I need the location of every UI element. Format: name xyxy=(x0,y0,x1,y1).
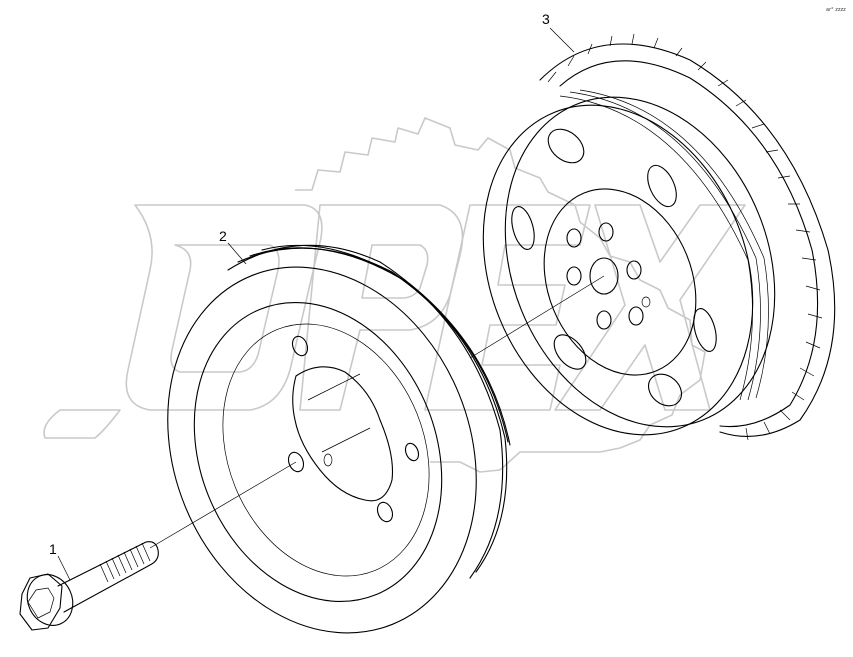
watermark-left-bar xyxy=(43,409,121,439)
flywheel-front-rim xyxy=(482,104,754,436)
assembly-lines xyxy=(149,275,605,549)
bolt-axis-line xyxy=(149,461,297,549)
pulley-face-ring xyxy=(222,323,430,577)
bolt-shank xyxy=(57,541,159,613)
pulley-bolt-hole-right xyxy=(404,442,420,462)
leader-line-2 xyxy=(227,242,247,265)
pulley-axis-line xyxy=(469,275,605,359)
pulley-pin xyxy=(323,453,333,467)
watermark-letter-p xyxy=(299,204,464,411)
bolt-hex-head xyxy=(19,573,63,631)
pulley-hub-boss xyxy=(292,366,394,502)
watermark-letter-e xyxy=(424,204,591,411)
flywheel-center-bore xyxy=(589,257,619,295)
pulley-front-inner-rim xyxy=(193,301,443,603)
pulley-groove-2 xyxy=(249,247,509,443)
leader-lines xyxy=(57,27,575,581)
pulley-bolt-hole-bottom xyxy=(376,501,394,523)
flywheel-gear-teeth xyxy=(547,33,823,441)
flywheel-bolt-holes xyxy=(566,222,651,330)
bolt-thread xyxy=(99,542,151,583)
bolt-head-face xyxy=(27,587,55,619)
watermark-letter-o xyxy=(125,204,323,411)
pulley-bolt-hole-left xyxy=(287,451,305,473)
flywheel-side-edge xyxy=(504,96,776,428)
leader-line-1 xyxy=(57,555,71,581)
pulley-part xyxy=(167,244,511,634)
pulley-front-rim xyxy=(167,266,477,634)
leader-line-3 xyxy=(549,27,575,53)
flywheel-ring-gear-outer xyxy=(539,43,836,437)
pulley-groove-3 xyxy=(261,244,511,446)
pulley-hub-line-1 xyxy=(307,373,361,401)
pulley-hub-line-2 xyxy=(321,427,371,453)
flywheel-ring-gear-inner xyxy=(559,60,819,428)
watermark-gear-outline xyxy=(295,117,706,473)
pulley-rear-rim xyxy=(227,244,504,579)
flywheel-lightening-holes xyxy=(511,128,717,407)
pulley-bolt-hole-top xyxy=(291,335,309,357)
watermark xyxy=(43,117,746,473)
bolt-flange xyxy=(26,574,74,626)
bolt-part xyxy=(19,541,159,631)
callout-2: 2 xyxy=(219,228,227,244)
flywheel-part xyxy=(482,33,836,441)
flywheel-inner-disc xyxy=(543,188,697,376)
corner-mark: ar° zzzz xyxy=(826,7,846,13)
callout-1: 1 xyxy=(49,541,57,557)
flywheel-side-grooves xyxy=(559,89,769,401)
callout-3: 3 xyxy=(542,11,550,27)
